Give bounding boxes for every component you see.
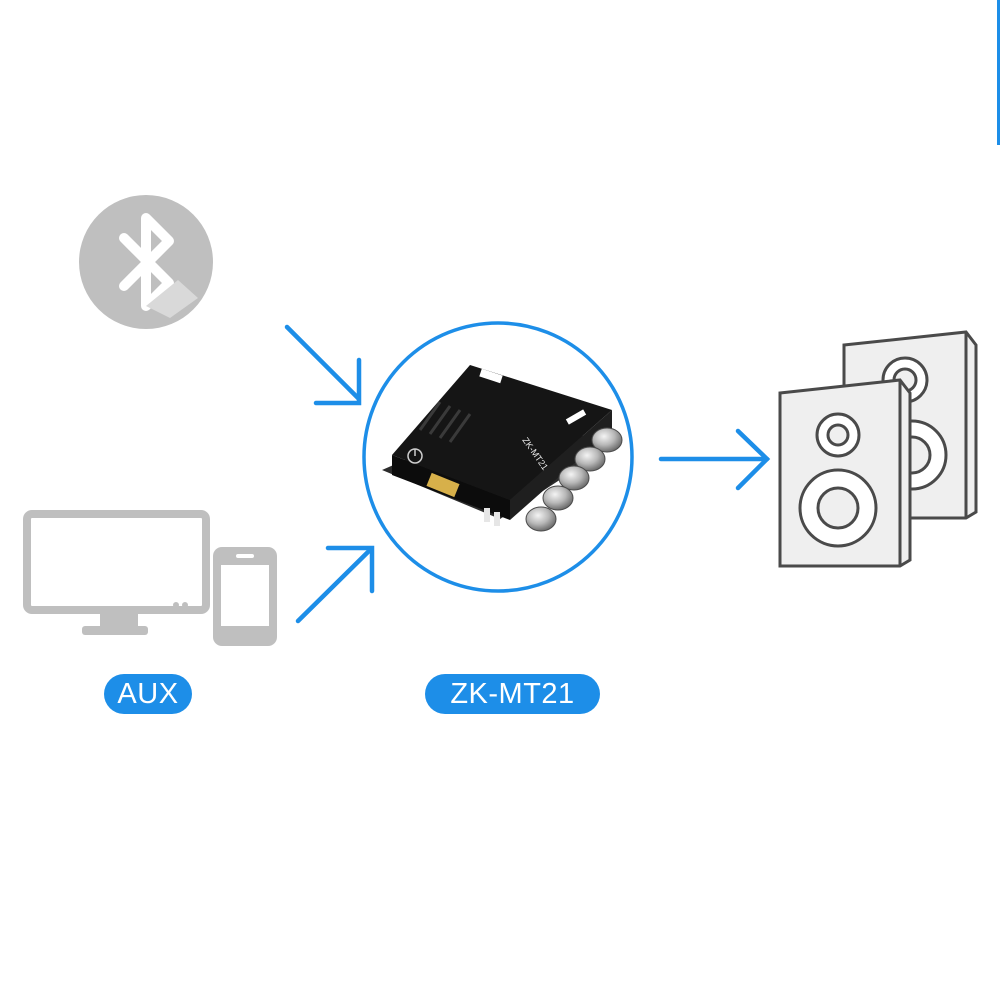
monitor-icon [23, 510, 210, 635]
bluetooth-icon [79, 195, 213, 329]
speaker-icon [778, 330, 978, 568]
board-knobs [525, 427, 623, 532]
edge-accent-line [997, 0, 1000, 145]
aux-label: AUX [104, 674, 192, 714]
arrow-from-aux [295, 545, 375, 624]
phone-icon [213, 547, 277, 646]
model-label: ZK-MT21 [425, 674, 600, 714]
arrow-from-bluetooth [284, 324, 362, 406]
amplifier-board: ZK-MT21 [362, 321, 634, 593]
arrow-to-speakers [658, 428, 771, 491]
